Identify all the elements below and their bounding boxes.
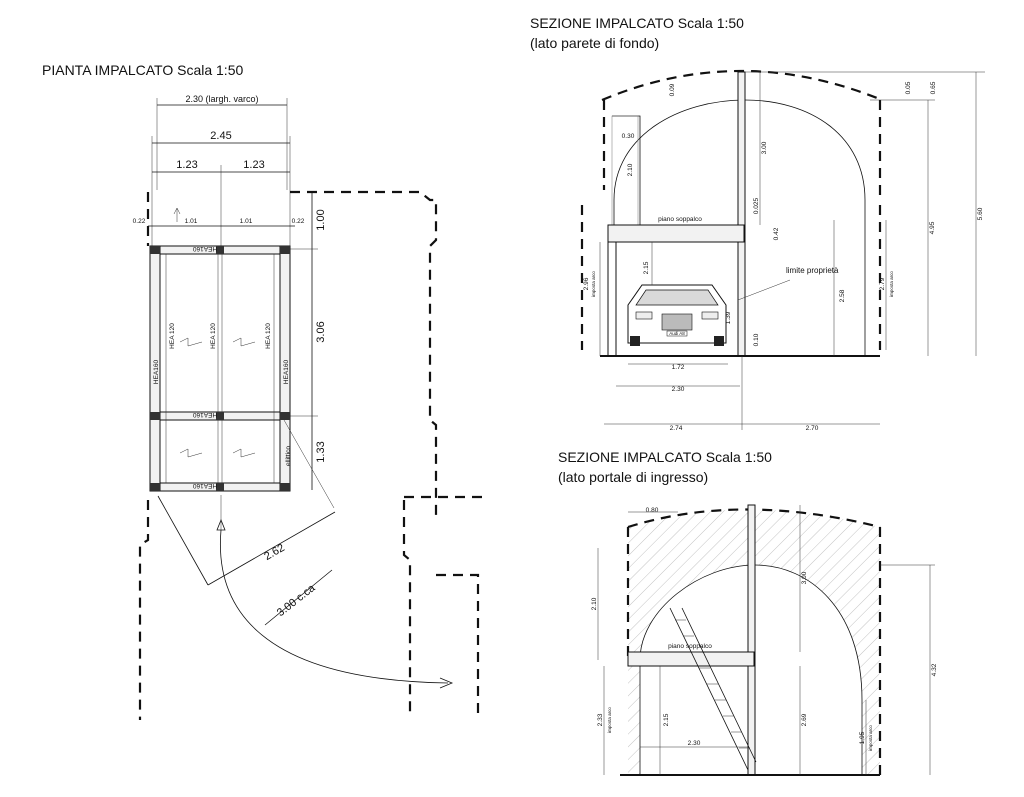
dim-1-95-front: 1.95 <box>859 731 866 744</box>
dim-0-05-back: 0.05 <box>905 81 912 94</box>
dim-0-025-back: 0.025 <box>753 197 760 214</box>
imposta-arco-right-front: imposta arco <box>868 725 873 751</box>
dim-2-15-front: 2.15 <box>663 713 670 726</box>
dim-4-32-front: 4.32 <box>931 663 938 676</box>
plan-depth-dimensions: 1.00 3.06 1.33 <box>290 192 327 490</box>
dim-edge-right: 0.22 <box>292 218 305 225</box>
dim-2-70-back: 2.70 <box>806 425 819 432</box>
dim-half-left: 1.23 <box>176 159 197 171</box>
dim-2-33-front: 2.33 <box>597 713 604 726</box>
plan-top-dimensions: 2.30 (largh. varco) 2.45 1.23 1.23 0.22 … <box>133 94 305 248</box>
dim-2-96-back: 2.96 <box>583 277 590 290</box>
section-back-view: SEZIONE IMPALCATO Scala 1:50 (lato paret… <box>530 15 985 432</box>
imposta-arco-left-front: imposta arco <box>607 707 612 733</box>
imposta-arco-right-back: imposta arco <box>889 271 894 297</box>
dim-depth-1: 1.00 <box>315 209 327 230</box>
car-label: Audi A8 <box>669 331 685 336</box>
dim-depth-2: 3.06 <box>315 321 327 342</box>
secondary-beam-label-1: HEA 120 <box>169 323 176 349</box>
dim-4-95-back: 4.95 <box>929 221 936 234</box>
dim-0-42-back: 0.42 <box>773 227 780 240</box>
deck-label-front: piano soppalco <box>668 643 712 650</box>
dim-2-30-front: 2.30 <box>688 740 701 747</box>
secondary-beam-label-3: HEA 120 <box>265 323 272 349</box>
dim-2-79-back: 2.79 <box>879 277 886 290</box>
dim-0-65-back: 0.65 <box>930 81 937 94</box>
dim-edge-left: 0.22 <box>133 218 146 225</box>
beam-label-mid: HEA160 <box>193 411 218 418</box>
section-back-title: SEZIONE IMPALCATO Scala 1:50 <box>530 15 744 31</box>
section-front-title: SEZIONE IMPALCATO Scala 1:50 <box>558 449 772 465</box>
dim-2-74-back: 2.74 <box>670 425 683 432</box>
dim-total-width: 2.45 <box>210 130 231 142</box>
dim-2-58-back: 2.58 <box>839 289 846 302</box>
dim-diagonal: 2.62 <box>262 542 287 563</box>
plan-view: PIANTA IMPALCATO Scala 1:50 2.30 (largh.… <box>42 62 484 720</box>
beam-label-left: HEA160 <box>153 360 160 385</box>
beam-label-top: HEA160 <box>193 245 218 252</box>
dim-0-09-back: 0.09 <box>669 83 676 96</box>
dim-half-right: 1.23 <box>243 159 264 171</box>
section-back-subtitle: (lato parete di fondo) <box>530 35 659 51</box>
dim-turning: 3.00 c.ca <box>275 582 318 619</box>
plan-walls <box>138 190 484 720</box>
dim-2-10-front: 2.10 <box>591 597 598 610</box>
stair <box>669 607 757 771</box>
plan-title: PIANTA IMPALCATO Scala 1:50 <box>42 62 243 78</box>
beam-label-bottom: HEA160 <box>193 482 218 489</box>
dim-bay-right: 1.01 <box>240 218 253 225</box>
property-limit-label: limite proprietà <box>786 266 839 275</box>
dim-depth-3: 1.33 <box>315 441 327 462</box>
deck-label-back: piano soppalco <box>658 216 702 223</box>
car-front-view: Audi A8 <box>627 284 727 346</box>
dim-2-15-back: 2.15 <box>643 261 650 274</box>
imposta-arco-left-back: imposta arco <box>591 271 596 297</box>
dim-0-10-back: 0.10 <box>753 333 760 346</box>
dim-5-60-back: 5.60 <box>977 207 984 220</box>
dim-2-10-back: 2.10 <box>627 163 634 176</box>
section-front-view: SEZIONE IMPALCATO Scala 1:50 (lato porta… <box>558 449 938 776</box>
dim-bay-left: 1.01 <box>185 218 198 225</box>
stair-label: ellittico <box>285 446 292 466</box>
secondary-beam-label-2: HEA 120 <box>210 323 217 349</box>
beam-label-right: HEA160 <box>283 360 290 385</box>
dim-3-00-back: 3.00 <box>761 141 768 154</box>
dim-2-30-back: 2.30 <box>672 386 685 393</box>
dim-0-80-front: 0.80 <box>646 507 659 514</box>
dim-varco: 2.30 (largh. varco) <box>185 94 258 104</box>
dim-1-72-back: 1.72 <box>672 364 685 371</box>
section-front-subtitle: (lato portale di ingresso) <box>558 469 708 485</box>
plan-access-dimensions: 2.62 3.00 c.ca <box>157 495 454 689</box>
dim-0-30-back: 0.30 <box>622 133 635 140</box>
dim-3-00-front: 3.00 <box>801 571 808 584</box>
dim-2-69-front: 2.69 <box>801 713 808 726</box>
dim-1-39-back: 1.39 <box>725 311 732 324</box>
plan-frame: HEA160 HEA160 HEA160 HEA160 HEA160 HEA 1… <box>149 245 335 509</box>
